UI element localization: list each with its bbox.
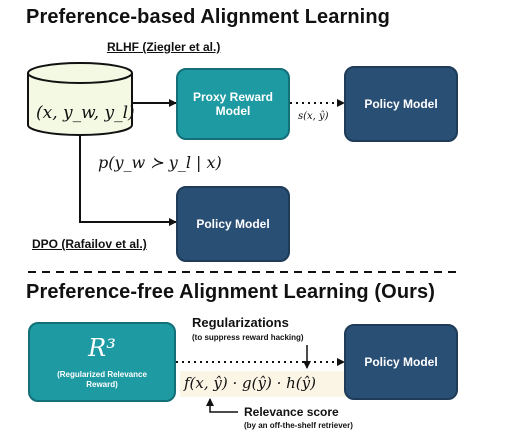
arrow-to-dpo-policy — [79, 135, 177, 226]
formula-highlight — [180, 371, 372, 397]
dpo-caption: DPO (Rafailov et al.) — [32, 237, 147, 251]
dataset-cylinder — [27, 62, 133, 136]
bottom-section-title: Preference-free Alignment Learning (Ours… — [26, 281, 436, 303]
r3-caption-line-1: (Regularized Relevance — [57, 370, 147, 379]
policy-model-rlhf-label: Policy Model — [364, 97, 438, 111]
r3-reward-box: R³ (Regularized Relevance Reward) — [28, 322, 176, 402]
proxy-reward-model-box: Proxy Reward Model — [176, 68, 290, 140]
proxy-reward-line-1: Proxy Reward — [192, 90, 274, 104]
proxy-reward-line-2: Model — [215, 104, 251, 118]
relevance-score-label: Relevance score — [244, 405, 339, 419]
regularizations-note: (to suppress reward hacking) — [192, 333, 304, 342]
top-section-title: Preference-based Alignment Learning — [26, 6, 390, 28]
policy-model-ours-box: Policy Model — [344, 324, 458, 400]
relevance-score-note: (by an off-the-shelf retriever) — [244, 421, 353, 430]
policy-model-dpo-box: Policy Model — [176, 186, 290, 262]
reward-formula: f(x, ŷ) · g(ŷ) · h(ŷ) — [184, 374, 316, 392]
preference-probability-label: p(y_w ≻ y_l | x) — [98, 153, 222, 172]
r3-symbol: R³ — [88, 334, 116, 362]
dataset-label: (x, y_w, y_l) — [36, 103, 135, 123]
policy-model-rlhf-box: Policy Model — [344, 66, 458, 142]
policy-model-ours-label: Policy Model — [364, 355, 438, 369]
reward-signal-label: s(x, ŷ) — [298, 111, 329, 122]
r3-caption-line-2: Reward) — [86, 380, 118, 389]
rlhf-caption: RLHF (Ziegler et al.) — [107, 40, 221, 54]
relevance-pointer — [206, 398, 238, 413]
regularizations-label: Regularizations — [192, 315, 289, 330]
policy-model-dpo-label: Policy Model — [196, 217, 270, 231]
